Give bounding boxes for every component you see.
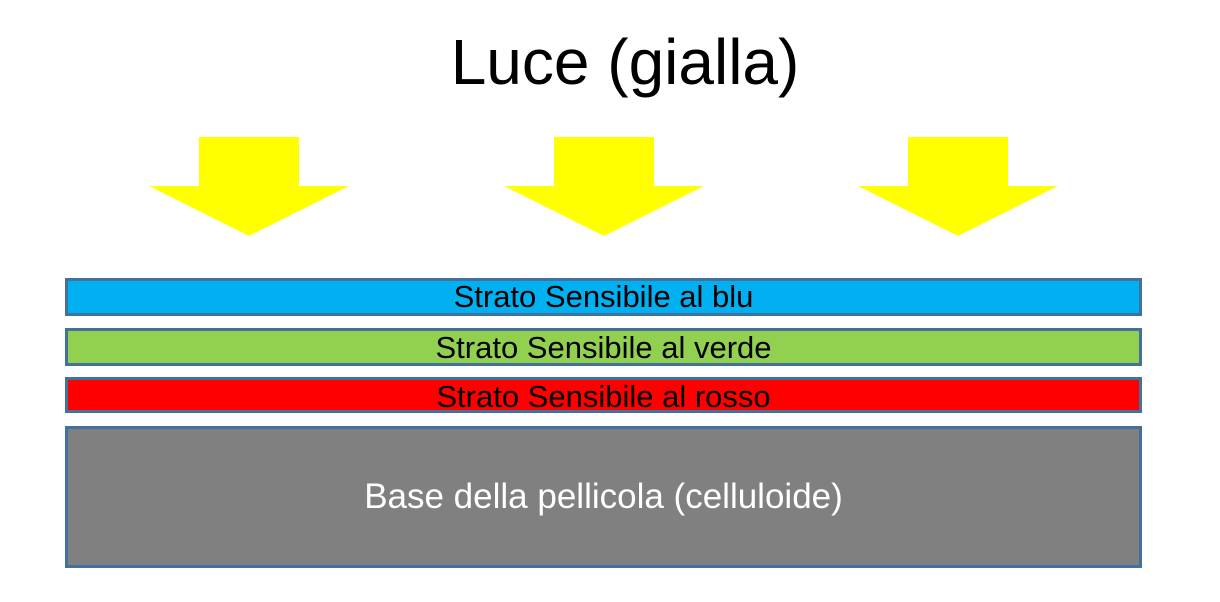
diagram-title: Luce (gialla) (450, 26, 800, 98)
arrow-down-icon (504, 137, 704, 236)
arrow-down-icon (858, 137, 1058, 236)
layer-red-sensitive: Strato Sensibile al rosso (65, 377, 1142, 414)
layer-blue-sensitive: Strato Sensibile al blu (65, 278, 1142, 316)
layer-film-base: Base della pellicola (celluloide) (65, 426, 1142, 568)
arrow-down-icon (149, 137, 349, 236)
layer-green-sensitive: Strato Sensibile al verde (65, 328, 1142, 366)
